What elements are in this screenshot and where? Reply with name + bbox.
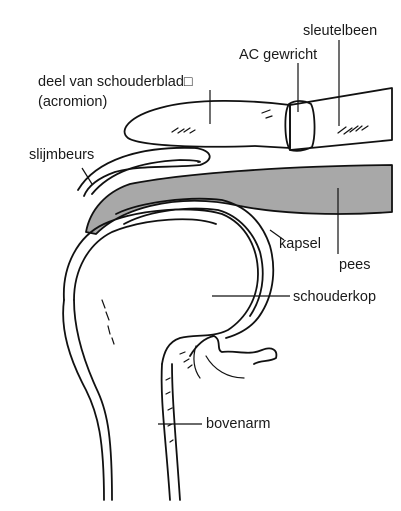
capsule-inner xyxy=(124,209,263,316)
humerus-inner-right xyxy=(172,364,180,500)
acromion xyxy=(125,101,290,148)
acromion-texture xyxy=(172,110,272,133)
humerus-outer-left xyxy=(63,300,104,500)
label-deel-van-schouderblad: deel van schouderblad□ xyxy=(38,74,193,91)
collarbone xyxy=(290,88,392,150)
glenoid xyxy=(190,336,276,364)
humerus-outer-right xyxy=(162,364,170,500)
tendon xyxy=(86,165,392,234)
label-kapsel: kapsel xyxy=(279,236,321,253)
label-bovenarm: bovenarm xyxy=(206,416,270,433)
label-ac-gewricht: AC gewricht xyxy=(239,47,317,64)
collarbone-texture xyxy=(338,126,368,134)
bone-texture xyxy=(102,300,192,442)
humerus-inner-left xyxy=(74,300,112,500)
label-schouderkop: schouderkop xyxy=(293,289,376,306)
label-pees: pees xyxy=(339,257,370,274)
label-slijmbeurs: slijmbeurs xyxy=(29,147,94,164)
label-sleutelbeen: sleutelbeen xyxy=(303,23,377,40)
glenoid-lower xyxy=(194,346,244,378)
label-acromion: (acromion) xyxy=(38,94,107,111)
